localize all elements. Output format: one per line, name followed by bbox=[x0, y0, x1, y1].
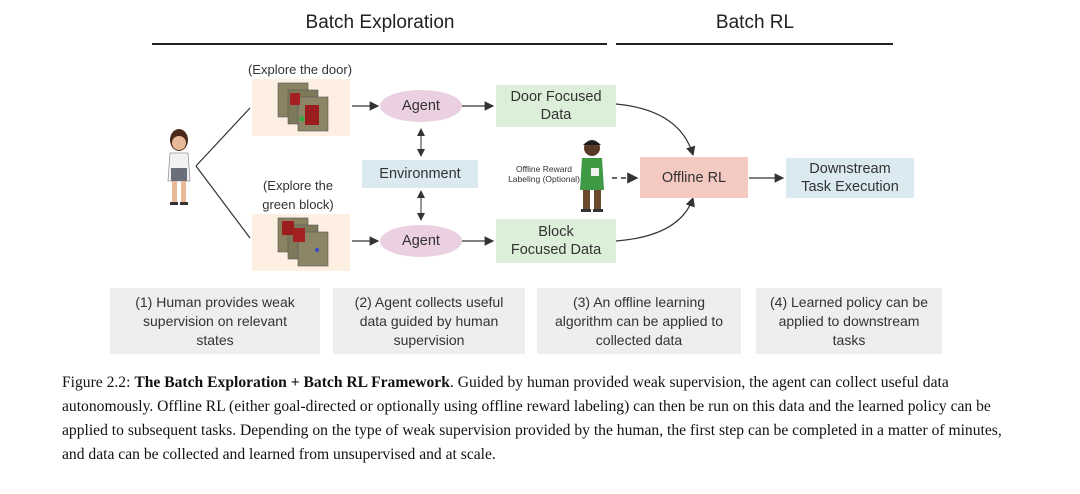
downstream-task-execution-box: Downstream Task Execution bbox=[786, 158, 914, 198]
human-to-door-line bbox=[195, 107, 251, 167]
door-data-to-offline-rl-arrow bbox=[615, 103, 696, 157]
agent-bottom: Agent bbox=[380, 225, 462, 257]
header-batch-exploration: Batch Exploration bbox=[305, 12, 455, 33]
door-focused-data-box: Door Focused Data bbox=[496, 85, 616, 127]
step-4-box: (4) Learned policy can be applied to dow… bbox=[756, 288, 942, 354]
human-figure-icon bbox=[167, 129, 191, 205]
offline-rl-box: Offline RL bbox=[640, 157, 748, 198]
block-data-to-offline-rl-arrow bbox=[615, 196, 695, 242]
header-rule-batch-exploration bbox=[152, 43, 607, 45]
offline-reward-labeling-label: Offline Reward Labeling (Optional) bbox=[508, 164, 580, 184]
header-batch-rl: Batch RL bbox=[715, 12, 795, 33]
labeler-figure-icon bbox=[580, 140, 604, 212]
step-2-box: (2) Agent collects useful data guided by… bbox=[333, 288, 525, 354]
caption-title: The Batch Exploration + Batch RL Framewo… bbox=[134, 374, 450, 391]
agent-top: Agent bbox=[380, 90, 462, 122]
human-to-block-line bbox=[195, 165, 251, 239]
annotation-explore-door: (Explore the door) bbox=[247, 62, 353, 77]
annotation-explore-block: (Explore the green block) bbox=[262, 178, 334, 212]
door-image-stack-icon bbox=[277, 82, 329, 132]
step-3-box: (3) An offline learning algorithm can be… bbox=[537, 288, 741, 354]
diagram-connectors bbox=[167, 82, 785, 267]
caption-label: Figure 2.2: bbox=[62, 374, 131, 391]
figure-caption: Figure 2.2: The Batch Exploration + Batc… bbox=[62, 371, 1012, 467]
header-rule-batch-rl bbox=[616, 43, 893, 45]
block-focused-data-box: Block Focused Data bbox=[496, 219, 616, 263]
block-image-stack-icon bbox=[277, 217, 329, 267]
step-1-box: (1) Human provides weak supervision on r… bbox=[110, 288, 320, 354]
environment-box: Environment bbox=[362, 160, 478, 188]
caption-body: . Guided by human provided weak supervis… bbox=[62, 374, 1002, 463]
